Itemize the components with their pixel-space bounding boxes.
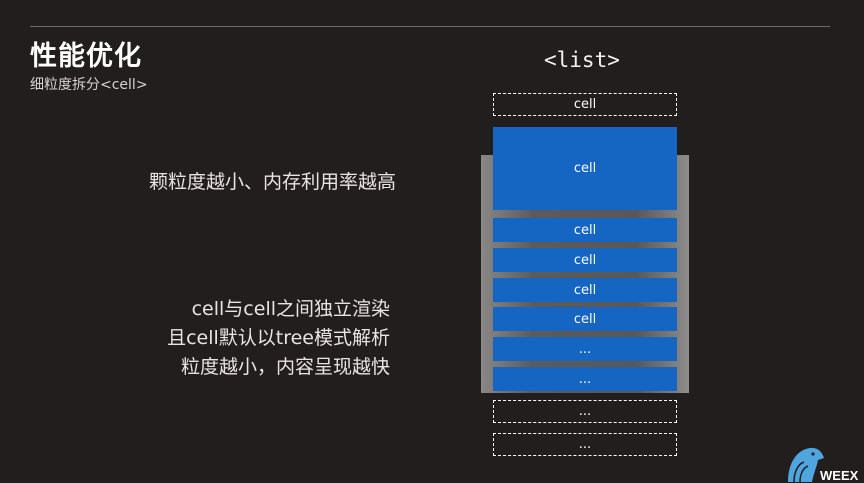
slide-subtitle: 细粒度拆分<cell> (30, 77, 148, 93)
cell-ellipsis-1: ... (493, 337, 677, 361)
cell-1: cell (493, 218, 677, 242)
cell-2: cell (493, 248, 677, 272)
render-point-2: 且cell默认以tree模式解析 (167, 327, 390, 349)
granularity-point: 颗粒度越小、内存利用率越高 (148, 171, 396, 193)
weex-logo-text: WEEX (820, 468, 859, 482)
cell-large: cell (493, 127, 677, 210)
offscreen-cell-1: ... (493, 400, 677, 423)
cell-4: cell (493, 307, 677, 331)
offscreen-cell-top: cell (493, 93, 677, 116)
render-points: cell与cell之间独立渲染 且cell默认以tree模式解析 粒度越小，内容… (167, 295, 390, 382)
weex-eagle-icon (788, 447, 824, 482)
cell-ellipsis-2: ... (493, 367, 677, 391)
weex-logo: WEEX (788, 447, 859, 482)
offscreen-cell-2: ... (493, 433, 677, 456)
cell-3: cell (493, 278, 677, 302)
top-divider (30, 26, 830, 27)
slide-title: 性能优化 (30, 41, 142, 72)
render-point-3: 粒度越小，内容呈现越快 (180, 356, 390, 378)
render-point-1: cell与cell之间独立渲染 (191, 298, 390, 320)
list-tag-label: <list> (544, 48, 620, 72)
